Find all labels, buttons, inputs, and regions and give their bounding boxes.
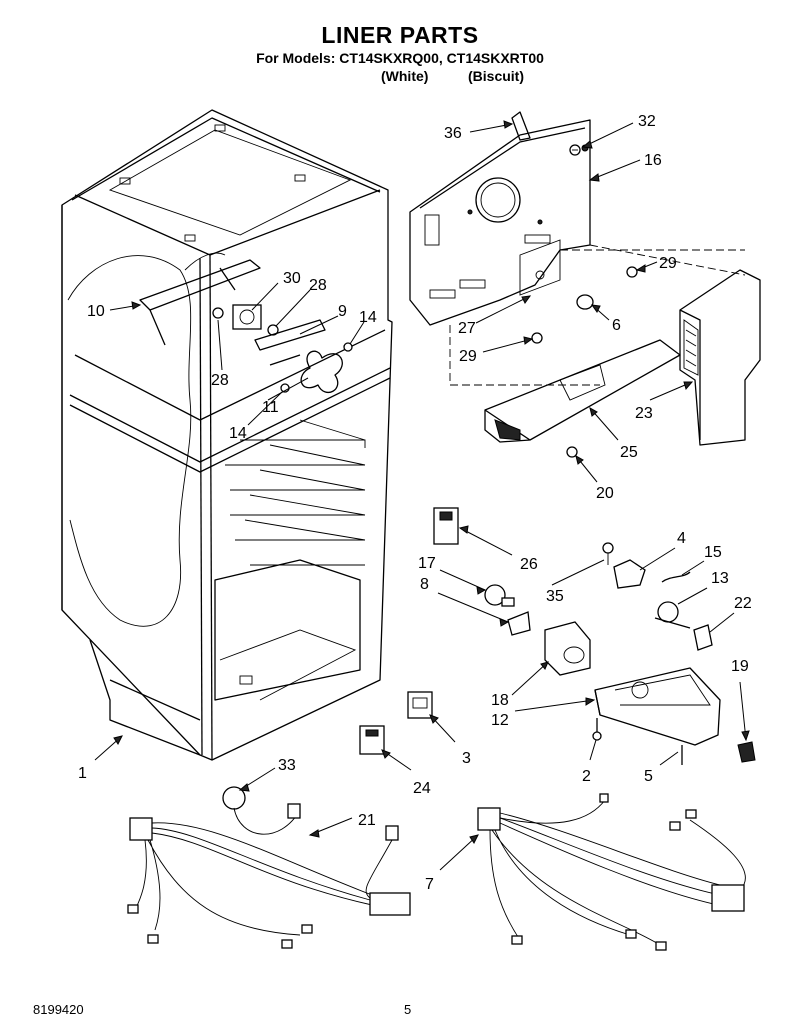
callout-12: 12 xyxy=(491,712,509,729)
bulb-17 xyxy=(484,584,515,607)
plug-6 xyxy=(576,294,594,310)
callout-13: 13 xyxy=(711,570,729,587)
callout-24: 24 xyxy=(413,780,431,797)
thermostat-4 xyxy=(613,559,646,589)
light-socket-26 xyxy=(433,507,459,545)
thermostat-knob-18 xyxy=(544,621,591,676)
callout-15: 15 xyxy=(704,544,722,561)
switch-22 xyxy=(693,624,713,651)
doc-number: 8199420 xyxy=(33,1002,84,1017)
screw-29-upper xyxy=(626,266,638,278)
callout-5: 5 xyxy=(644,768,653,785)
screw-20 xyxy=(566,446,578,458)
screw-35 xyxy=(602,542,614,565)
model-list: For Models: CT14SKXRQ00, CT14SKXRT00 xyxy=(256,50,544,66)
callout-6: 6 xyxy=(612,317,621,334)
callout-35: 35 xyxy=(546,588,564,605)
duct-25 xyxy=(484,339,681,443)
variant-white: (White) xyxy=(381,68,429,84)
page-title: LINER PARTS xyxy=(321,22,479,48)
callout-10: 10 xyxy=(87,303,105,320)
grommet-28b xyxy=(212,307,224,319)
bracket-36 xyxy=(511,111,531,141)
harness-21 xyxy=(127,786,411,949)
callout-9: 9 xyxy=(338,303,347,320)
control-housing-12 xyxy=(594,667,721,746)
callout-14-lower: 14 xyxy=(229,425,247,442)
bracket-9 xyxy=(254,319,326,366)
callout-labels: 36 32 16 29 30 28 10 9 14 28 27 6 29 11 … xyxy=(78,113,752,893)
callout-29-lower: 29 xyxy=(459,348,477,365)
tube-15 xyxy=(661,571,691,583)
callout-4: 4 xyxy=(677,530,686,547)
callout-30: 30 xyxy=(283,270,301,287)
callout-32: 32 xyxy=(638,113,656,130)
callout-23: 23 xyxy=(635,405,653,422)
callout-20: 20 xyxy=(596,485,614,502)
variant-biscuit: (Biscuit) xyxy=(468,68,524,84)
control-13 xyxy=(654,601,691,629)
arrowheads xyxy=(113,120,750,844)
callout-3: 3 xyxy=(462,750,471,767)
screw-2 xyxy=(592,718,602,741)
callout-11: 11 xyxy=(262,399,279,416)
fan-motor-bracket-10 xyxy=(139,259,261,346)
screw-14a xyxy=(343,342,353,352)
callout-8: 8 xyxy=(420,576,429,593)
cover-23 xyxy=(679,269,761,446)
callout-14-upper: 14 xyxy=(359,309,377,326)
screw-32 xyxy=(569,144,581,156)
rear-panel xyxy=(409,119,591,326)
callout-18: 18 xyxy=(491,692,509,709)
callout-28-upper: 28 xyxy=(309,277,327,294)
relay-24 xyxy=(359,725,385,755)
callout-1: 1 xyxy=(78,765,87,782)
callout-7: 7 xyxy=(425,876,434,893)
fan-blade-11 xyxy=(300,350,343,394)
callout-33: 33 xyxy=(278,757,296,774)
page-number: 5 xyxy=(404,1002,412,1017)
callout-25: 25 xyxy=(620,444,638,461)
callout-29-upper: 29 xyxy=(659,255,677,272)
leader-lines xyxy=(94,122,747,871)
callout-26: 26 xyxy=(520,556,538,573)
liner-cabinet xyxy=(61,109,393,761)
callout-2: 2 xyxy=(582,768,591,785)
switch-19 xyxy=(737,741,756,763)
callout-16: 16 xyxy=(644,152,662,169)
harness-7 xyxy=(477,793,746,951)
connector-3 xyxy=(407,691,433,719)
screw-29-lower xyxy=(531,332,543,344)
callout-28-lower: 28 xyxy=(211,372,229,389)
callout-22: 22 xyxy=(734,595,752,612)
callout-17: 17 xyxy=(418,555,436,572)
socket-8 xyxy=(507,611,531,636)
fan-motor-30 xyxy=(232,304,262,330)
callout-27: 27 xyxy=(458,320,476,337)
callout-21: 21 xyxy=(358,812,376,829)
callout-36: 36 xyxy=(444,125,462,142)
callout-19: 19 xyxy=(731,658,749,675)
